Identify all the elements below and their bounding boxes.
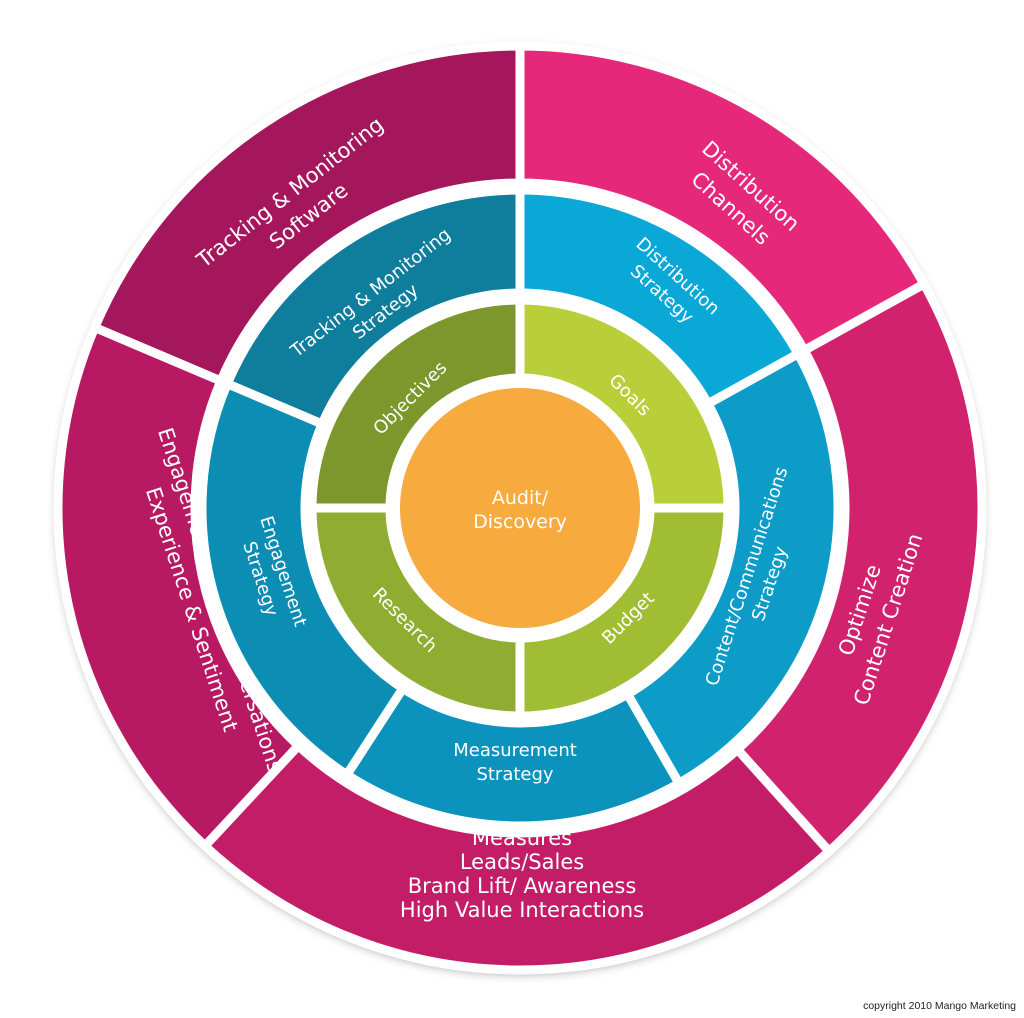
inner-segment-objectives bbox=[307, 295, 525, 513]
outer-label-line: Brand Lift/ Awareness bbox=[408, 874, 637, 898]
center-label-line: Audit/ bbox=[492, 487, 549, 509]
center-hub: Audit/Discovery bbox=[392, 380, 648, 636]
middle-segment-content-communications bbox=[623, 349, 843, 788]
middle-segment-engagement bbox=[197, 379, 408, 780]
outer-segment-tracking-monitoring bbox=[90, 41, 525, 386]
middle-segment-tracking-monitoring bbox=[222, 185, 525, 429]
center-label: Audit/Discovery bbox=[473, 487, 567, 533]
copyright-note: copyright 2010 Mango Marketing bbox=[863, 1000, 1016, 1012]
outer-label-line: Leads/Sales bbox=[460, 850, 584, 874]
center-circle bbox=[400, 388, 640, 628]
middle-label-line: Measurement bbox=[453, 740, 577, 761]
outer-segment-engagement-2-way-conversations bbox=[53, 322, 303, 851]
middle-label-line: Strategy bbox=[476, 764, 553, 785]
outer-segment-measures bbox=[200, 741, 834, 975]
outer-label-line: High Value Interactions bbox=[400, 898, 644, 922]
center-label-line: Discovery bbox=[473, 511, 567, 533]
inner-segment-research bbox=[307, 503, 525, 721]
inner-segment-goals bbox=[515, 295, 733, 513]
outer-segment-optimize bbox=[732, 279, 987, 856]
inner-segment-budget bbox=[515, 503, 733, 721]
